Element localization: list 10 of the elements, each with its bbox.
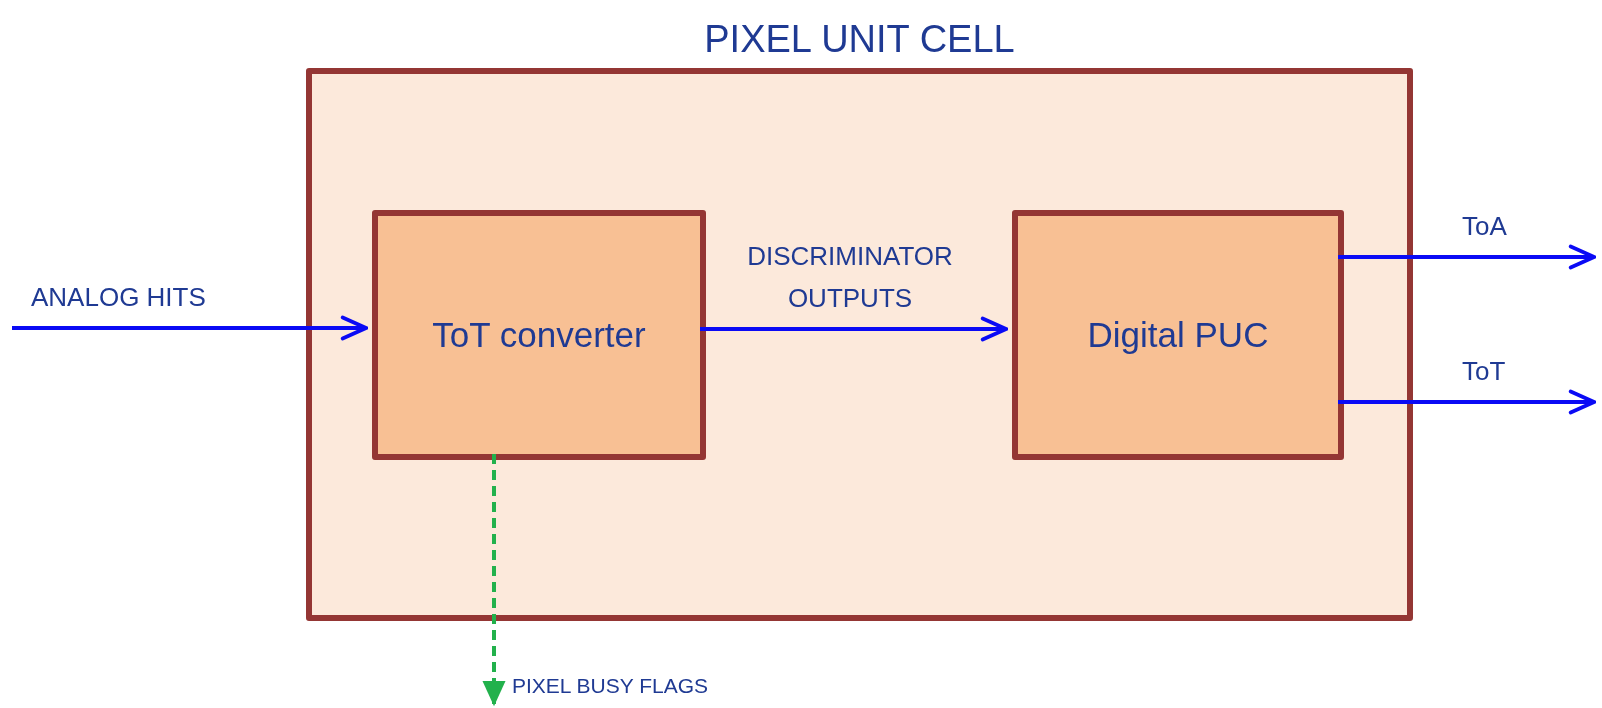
block-box <box>372 210 706 460</box>
edge-label: ANALOG HITS <box>31 281 206 314</box>
block-label: Digital PUC <box>1087 314 1269 357</box>
edge-label: PIXEL BUSY FLAGS <box>512 673 709 699</box>
block-box <box>1012 210 1344 460</box>
edge-label: ToA <box>1462 210 1507 243</box>
edge-label: ToT <box>1462 355 1506 388</box>
block-label: ToT converter <box>432 314 646 357</box>
edge-label: DISCRIMINATOR OUTPUTS <box>746 240 954 315</box>
container-title: PIXEL UNIT CELL <box>703 18 1016 61</box>
